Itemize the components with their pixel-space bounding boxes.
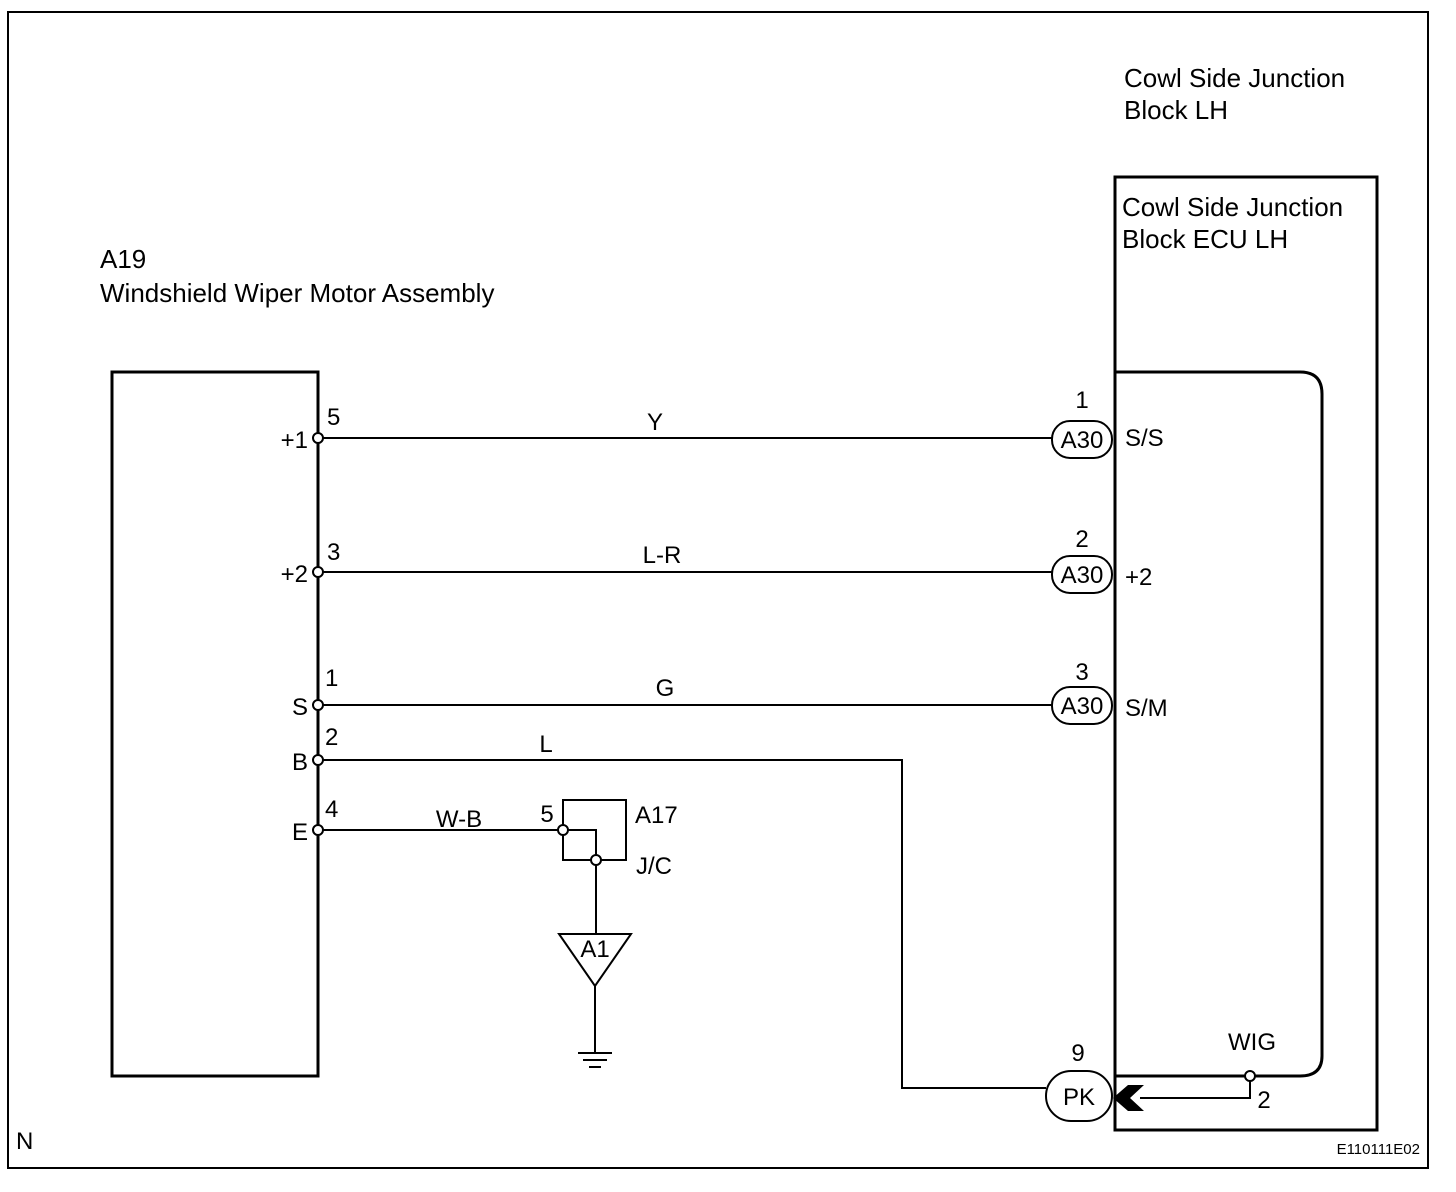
ecu-inner-pin-2: 2 bbox=[1257, 1087, 1270, 1114]
connector-arrow-icon bbox=[1113, 1085, 1144, 1111]
wire-color-g: G bbox=[656, 675, 675, 702]
ecu-terminal-sm: S/M bbox=[1125, 695, 1168, 722]
wiper-motor-code: A19 bbox=[100, 244, 146, 274]
terminal-label-b: B bbox=[292, 749, 308, 776]
terminal-label-s: S bbox=[292, 694, 308, 721]
junction-pin-marker bbox=[590, 854, 602, 866]
wire-color-y: Y bbox=[647, 409, 663, 436]
terminal-pin-marker bbox=[312, 824, 324, 836]
terminal-pin-marker bbox=[312, 699, 324, 711]
ecu-terminal-ss: S/S bbox=[1125, 425, 1164, 452]
ground-point-label: A1 bbox=[580, 936, 609, 963]
wire-color-l-r: L-R bbox=[643, 542, 682, 569]
terminal-label-e: E bbox=[292, 819, 308, 846]
terminal-pin-1: 1 bbox=[325, 665, 338, 692]
diagram-frame bbox=[7, 11, 1429, 1169]
connector-a30-label: A30 bbox=[1061, 427, 1104, 454]
connector-pin-3: 3 bbox=[1075, 659, 1088, 686]
terminal-pin-3: 3 bbox=[327, 539, 340, 566]
junction-ecu-title-line2: Block ECU LH bbox=[1122, 224, 1288, 254]
terminal-pin-marker bbox=[312, 754, 324, 766]
junction-block-title-line2: Block LH bbox=[1124, 95, 1228, 125]
terminal-pin-marker bbox=[1244, 1070, 1256, 1082]
connector-pin-1: 1 bbox=[1075, 387, 1088, 414]
terminal-label-plus2: +2 bbox=[281, 561, 308, 588]
junction-ecu-title-line1: Cowl Side Junction bbox=[1122, 192, 1343, 222]
terminal-pin-5: 5 bbox=[327, 404, 340, 431]
wire-wig-internal bbox=[1140, 1076, 1251, 1099]
corner-label: N bbox=[16, 1128, 33, 1155]
ecu-terminal-wig: WIG bbox=[1228, 1029, 1276, 1056]
junction-ecu-box bbox=[1115, 370, 1324, 1078]
connector-a30-label: A30 bbox=[1061, 693, 1104, 720]
connector-pk-label: PK bbox=[1063, 1084, 1095, 1111]
ground-point-a1 bbox=[557, 933, 633, 988]
terminal-pin-marker bbox=[312, 566, 324, 578]
connector-a30-pin1 bbox=[1051, 420, 1113, 459]
junction-connector-link bbox=[563, 829, 597, 860]
junction-block-title-line1: Cowl Side Junction bbox=[1124, 63, 1345, 93]
figure-code: E110111E02 bbox=[1337, 1141, 1420, 1158]
terminal-pin-4: 4 bbox=[325, 796, 338, 823]
wiper-motor-box bbox=[110, 370, 320, 1078]
connector-pin-9: 9 bbox=[1071, 1040, 1084, 1067]
ecu-terminal-plus2: +2 bbox=[1125, 564, 1152, 591]
connector-pin-2: 2 bbox=[1075, 526, 1088, 553]
junction-connector-code: A17 bbox=[635, 802, 678, 829]
wire-color-l: L bbox=[539, 731, 552, 758]
wire-color-w-b: W-B bbox=[436, 806, 482, 833]
connector-a30-label: A30 bbox=[1061, 562, 1104, 589]
connector-a30-pin2 bbox=[1051, 555, 1113, 594]
terminal-pin-2: 2 bbox=[325, 724, 338, 751]
connector-a30-pin3 bbox=[1051, 686, 1113, 725]
connector-pk bbox=[1045, 1070, 1113, 1122]
junction-pin-5: 5 bbox=[540, 801, 553, 828]
terminal-pin-marker bbox=[312, 432, 324, 444]
terminal-label-plus1: +1 bbox=[281, 427, 308, 454]
ground-icon bbox=[578, 1052, 612, 1068]
junction-connector-type: J/C bbox=[636, 853, 672, 880]
wire-l bbox=[318, 759, 1046, 1089]
wiper-motor-name: Windshield Wiper Motor Assembly bbox=[100, 278, 494, 308]
junction-pin-marker bbox=[557, 824, 569, 836]
junction-block-box bbox=[1113, 175, 1379, 1132]
